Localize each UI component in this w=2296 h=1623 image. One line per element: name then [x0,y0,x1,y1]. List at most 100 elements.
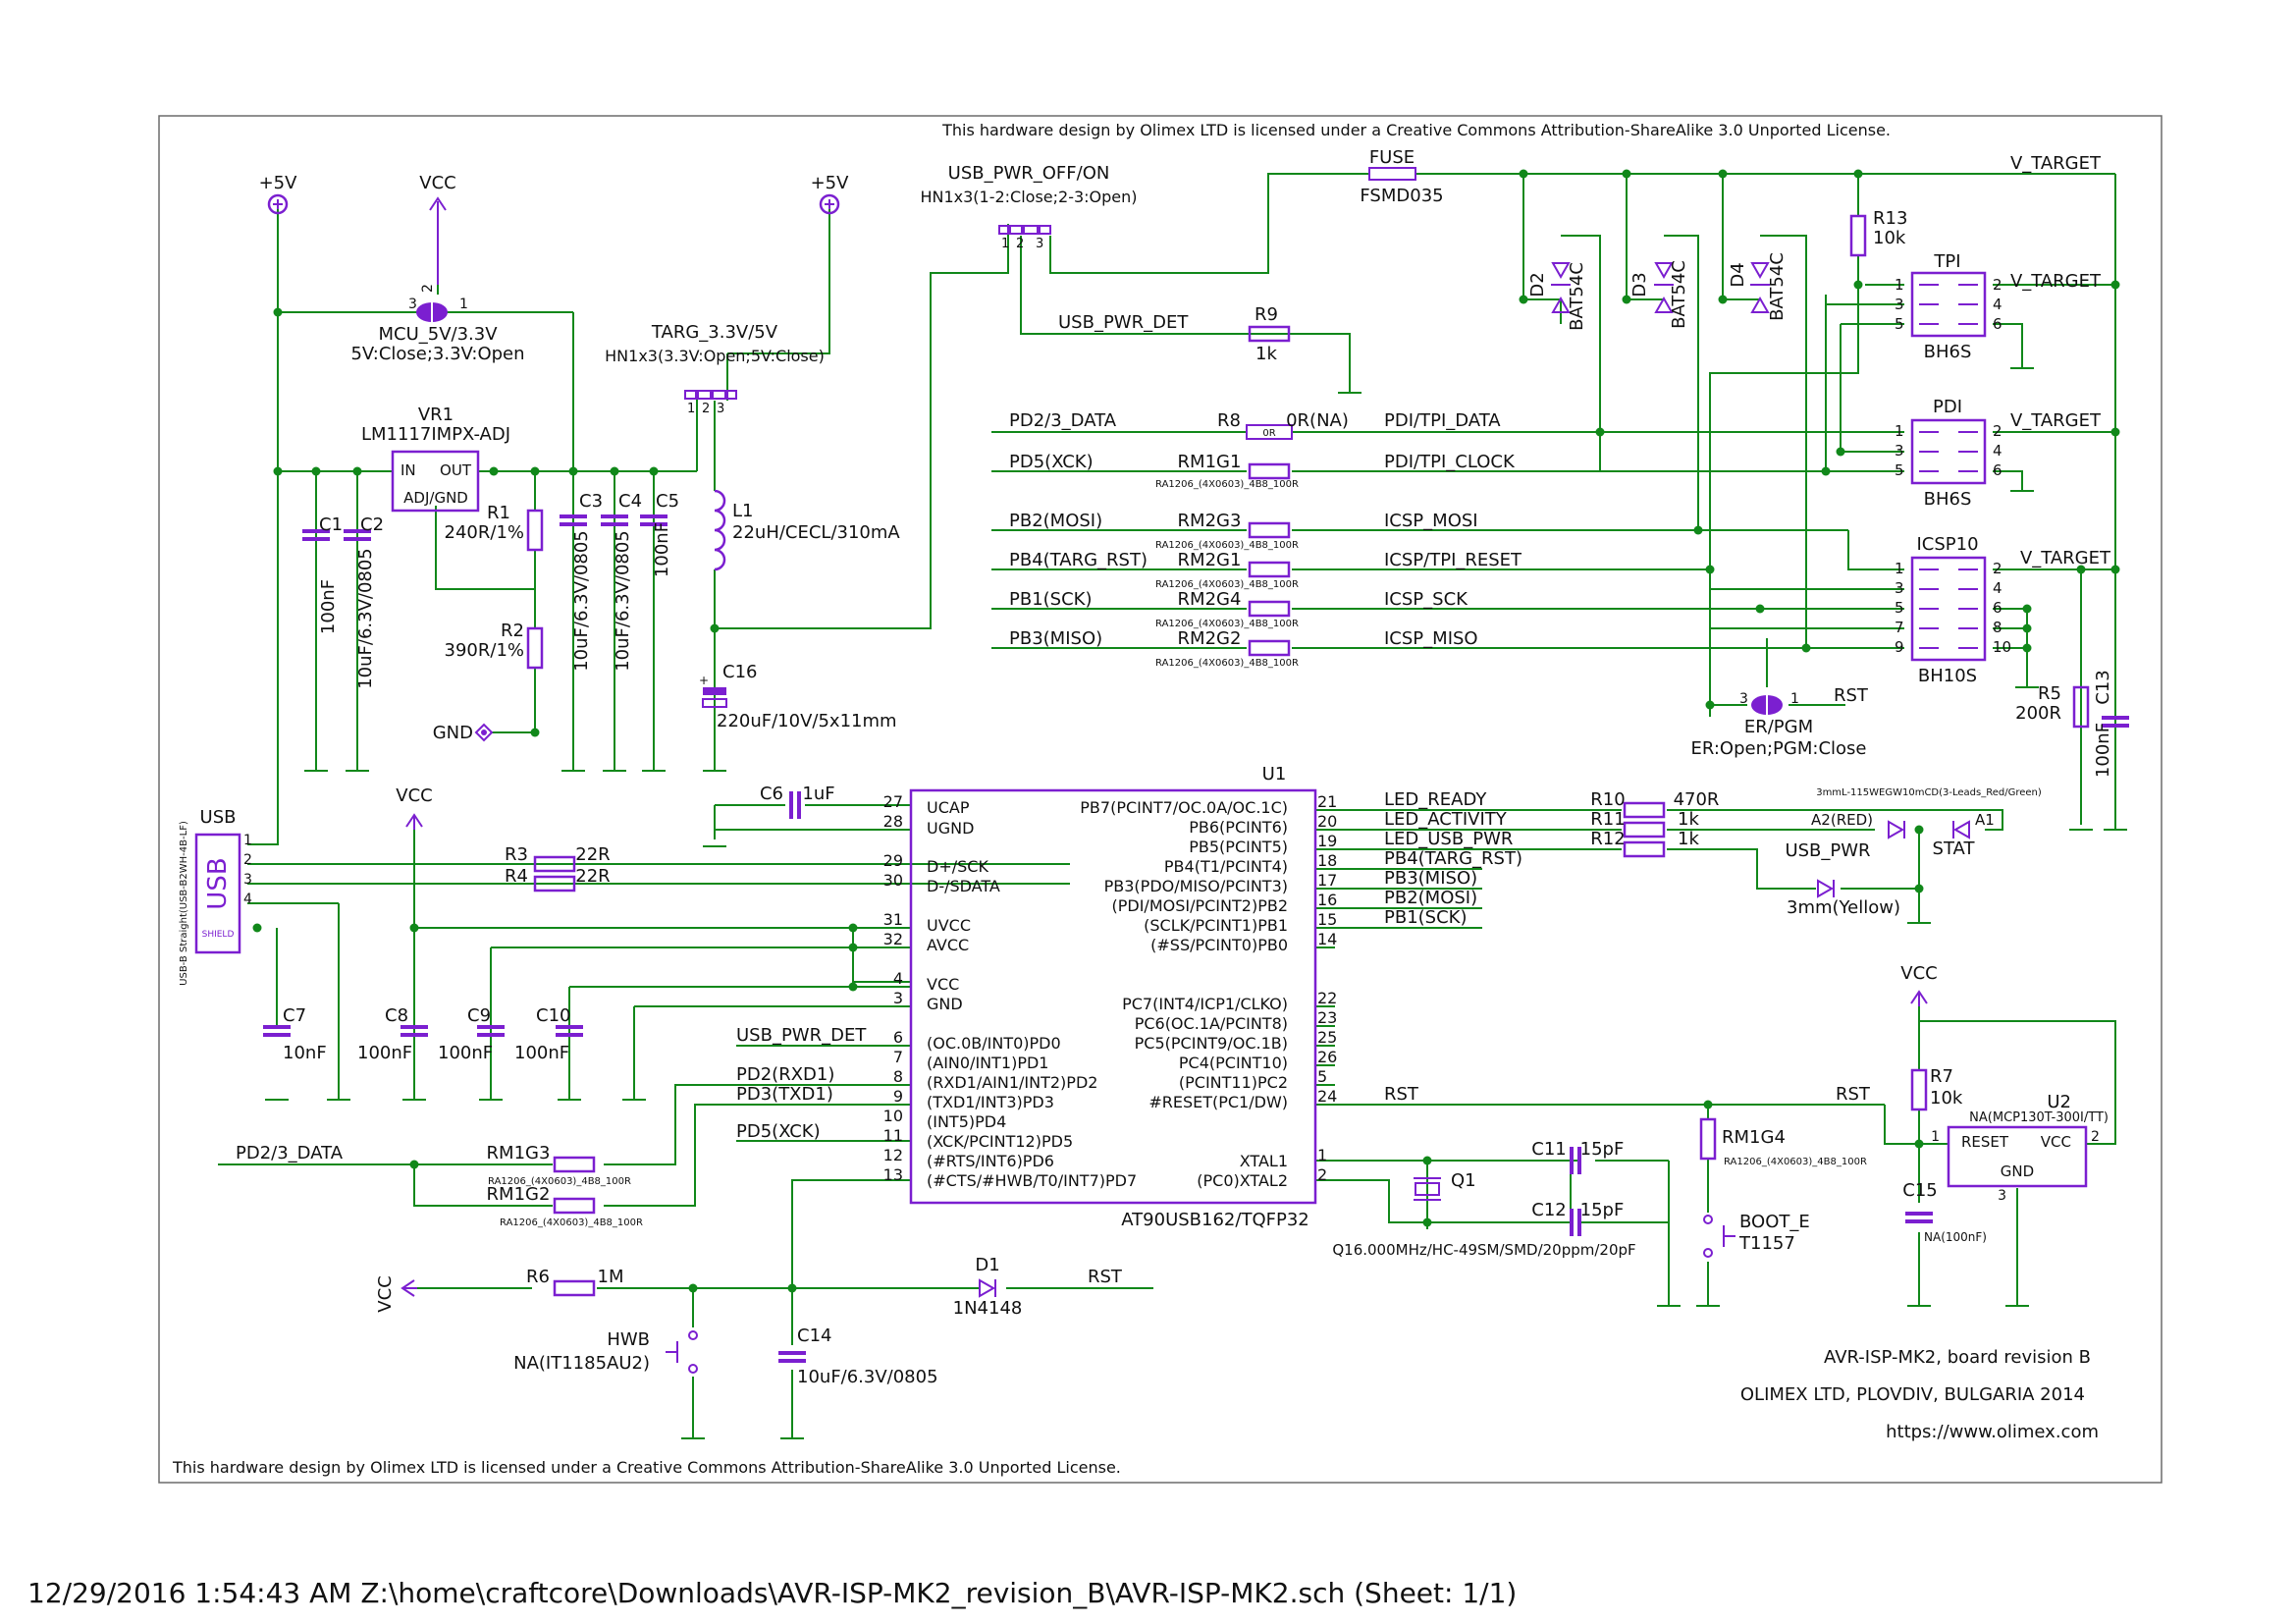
svg-text:TPI: TPI [1933,251,1960,272]
svg-text:(PCINT11)PC2: (PCINT11)PC2 [1179,1073,1288,1092]
svg-text:(#SS/PCINT0)PB0: (#SS/PCINT0)PB0 [1150,936,1288,954]
svg-text:T1157: T1157 [1738,1233,1795,1254]
svg-text:470R: 470R [1674,789,1720,810]
svg-text:1: 1 [1931,1129,1940,1145]
svg-text:C5: C5 [656,491,679,512]
vr1-ref: VR1 [418,405,454,425]
power-vcc-top: VCC [419,173,456,285]
svg-text:LED_USB_PWR: LED_USB_PWR [1384,829,1513,849]
connector-tpi: TPI BH6S 135 246 [1895,251,2002,362]
svg-text:0R: 0R [1262,428,1275,439]
cap-c11: C11 15pF [1531,1139,1624,1176]
svg-text:C4: C4 [618,491,642,512]
svg-text:C8: C8 [385,1005,408,1026]
svg-text:7: 7 [1895,619,1904,636]
button-hwb: HWB NA(IT1185AU2) [513,1329,698,1374]
svg-text:BAT54C: BAT54C [1669,260,1689,329]
cap-c1: C1 100nF [300,514,343,634]
svg-text:D3: D3 [1629,272,1650,297]
svg-text:PD2/3_DATA: PD2/3_DATA [1009,410,1117,431]
svg-text:1: 1 [1895,560,1904,577]
res-rm1g1: RM1G1 RA1206_(4X0603)_4B8_100R [1155,452,1299,490]
svg-text:RM2G4: RM2G4 [1178,589,1242,610]
svg-text:R7: R7 [1930,1066,1953,1087]
svg-text:2: 2 [2091,1129,2100,1145]
svg-text:VCC: VCC [2041,1133,2071,1151]
svg-text:4: 4 [1993,442,2002,460]
res-r5: R5 200R [2015,683,2090,729]
svg-text:PD3(TXD1): PD3(TXD1) [736,1084,833,1105]
res-r11: R11 1k [1590,809,1700,839]
svg-text:PB1(SCK): PB1(SCK) [1009,589,1093,610]
svg-text:1: 1 [1790,691,1799,707]
svg-text:PC5(PCINT9/OC.1B): PC5(PCINT9/OC.1B) [1135,1034,1288,1053]
svg-text:1: 1 [459,297,468,312]
svg-text:10uF/6.3V/0805: 10uF/6.3V/0805 [571,530,592,672]
svg-text:1k: 1k [1678,829,1699,849]
power-vcc-bottom: VCC [375,1275,417,1313]
svg-text:27: 27 [883,792,903,811]
svg-text:PB4(T1/PCINT4): PB4(T1/PCINT4) [1164,857,1288,876]
license-top: This hardware design by Olimex LTD is li… [941,121,1891,139]
svg-text:C9: C9 [467,1005,491,1026]
svg-text:3mm(Yellow): 3mm(Yellow) [1787,897,1900,918]
svg-text:8: 8 [893,1067,903,1086]
svg-text:A2(RED): A2(RED) [1811,811,1873,829]
svg-text:PB6(PCINT6): PB6(PCINT6) [1189,818,1288,837]
connector-pdi: PDI BH6S 135 246 [1895,397,2002,510]
svg-text:D-/SDATA: D-/SDATA [927,877,1000,895]
svg-text:BH6S: BH6S [1924,489,1972,510]
svg-text:14: 14 [1317,930,1337,948]
svg-text:A1: A1 [1975,811,1995,829]
svg-text:6: 6 [1993,599,2002,617]
regulator-vr1: VR1 LM1117IMPX-ADJ IN OUT ADJ/GND [361,405,510,513]
svg-text:R2: R2 [501,621,524,641]
svg-text:15: 15 [1317,910,1337,929]
jumper-erpgm-name: ER/PGM [1744,717,1813,737]
svg-text:LED_READY: LED_READY [1384,789,1487,810]
svg-text:PC7(INT4/ICP1/CLKO): PC7(INT4/ICP1/CLKO) [1122,995,1288,1013]
svg-text:(#CTS/#HWB/T0/INT7)PD7: (#CTS/#HWB/T0/INT7)PD7 [927,1171,1137,1190]
svg-text:C12: C12 [1531,1200,1566,1220]
vr1-part: LM1117IMPX-ADJ [361,424,510,445]
net-rst-erpgm: RST [1834,685,1869,706]
svg-text:3: 3 [717,402,724,416]
cap-c8: C8 100nF [357,1005,430,1063]
svg-text:GND: GND [2001,1163,2034,1180]
svg-text:V_TARGET: V_TARGET [2020,548,2111,568]
svg-text:C15: C15 [1902,1180,1937,1201]
inductor-l1: L1 22uH/CECL/310mA [714,489,900,571]
res-r9: R9 1k [1248,304,1291,364]
svg-text:V_TARGET: V_TARGET [2010,410,2102,431]
label-5v-left: +5V [259,173,298,193]
svg-text:USB: USB [200,807,237,828]
svg-text:PB2(MOSI): PB2(MOSI) [1009,511,1102,531]
svg-text:3: 3 [893,989,903,1007]
res-r10: R10 470R [1590,789,1720,819]
diode-d4: D4 BAT54C [1728,252,1788,321]
cap-c5: C5 100nF [638,491,679,577]
title-url: https://www.olimex.com [1886,1422,2099,1442]
svg-text:2: 2 [243,852,252,868]
svg-text:#RESET(PC1/DW): #RESET(PC1/DW) [1148,1093,1288,1111]
sheet-border [158,115,2163,1484]
svg-text:(PDI/MOSI/PCINT2)PB2: (PDI/MOSI/PCINT2)PB2 [1112,896,1289,915]
svg-text:22R: 22R [575,844,610,865]
svg-text:10: 10 [883,1107,903,1125]
svg-text:R6: R6 [526,1267,550,1287]
svg-text:11: 11 [883,1126,903,1145]
svg-text:1: 1 [687,402,695,416]
power-vcc-right: VCC [1900,963,1938,1006]
res-rm1g4: RM1G4 RA1206_(4X0603)_4B8_100R [1699,1117,1867,1167]
vr1-out: OUT [440,461,472,479]
svg-text:25: 25 [1317,1028,1337,1047]
svg-text:USB-B Straight(USB-B2WH-4B-LF): USB-B Straight(USB-B2WH-4B-LF) [179,821,189,986]
svg-text:PDI: PDI [1933,397,1962,417]
res-rm2g4: RM2G4 RA1206_(4X0603)_4B8_100R [1155,589,1299,629]
svg-text:R12: R12 [1590,829,1625,849]
svg-text:10k: 10k [1873,228,1906,248]
svg-text:3: 3 [1895,442,1904,460]
